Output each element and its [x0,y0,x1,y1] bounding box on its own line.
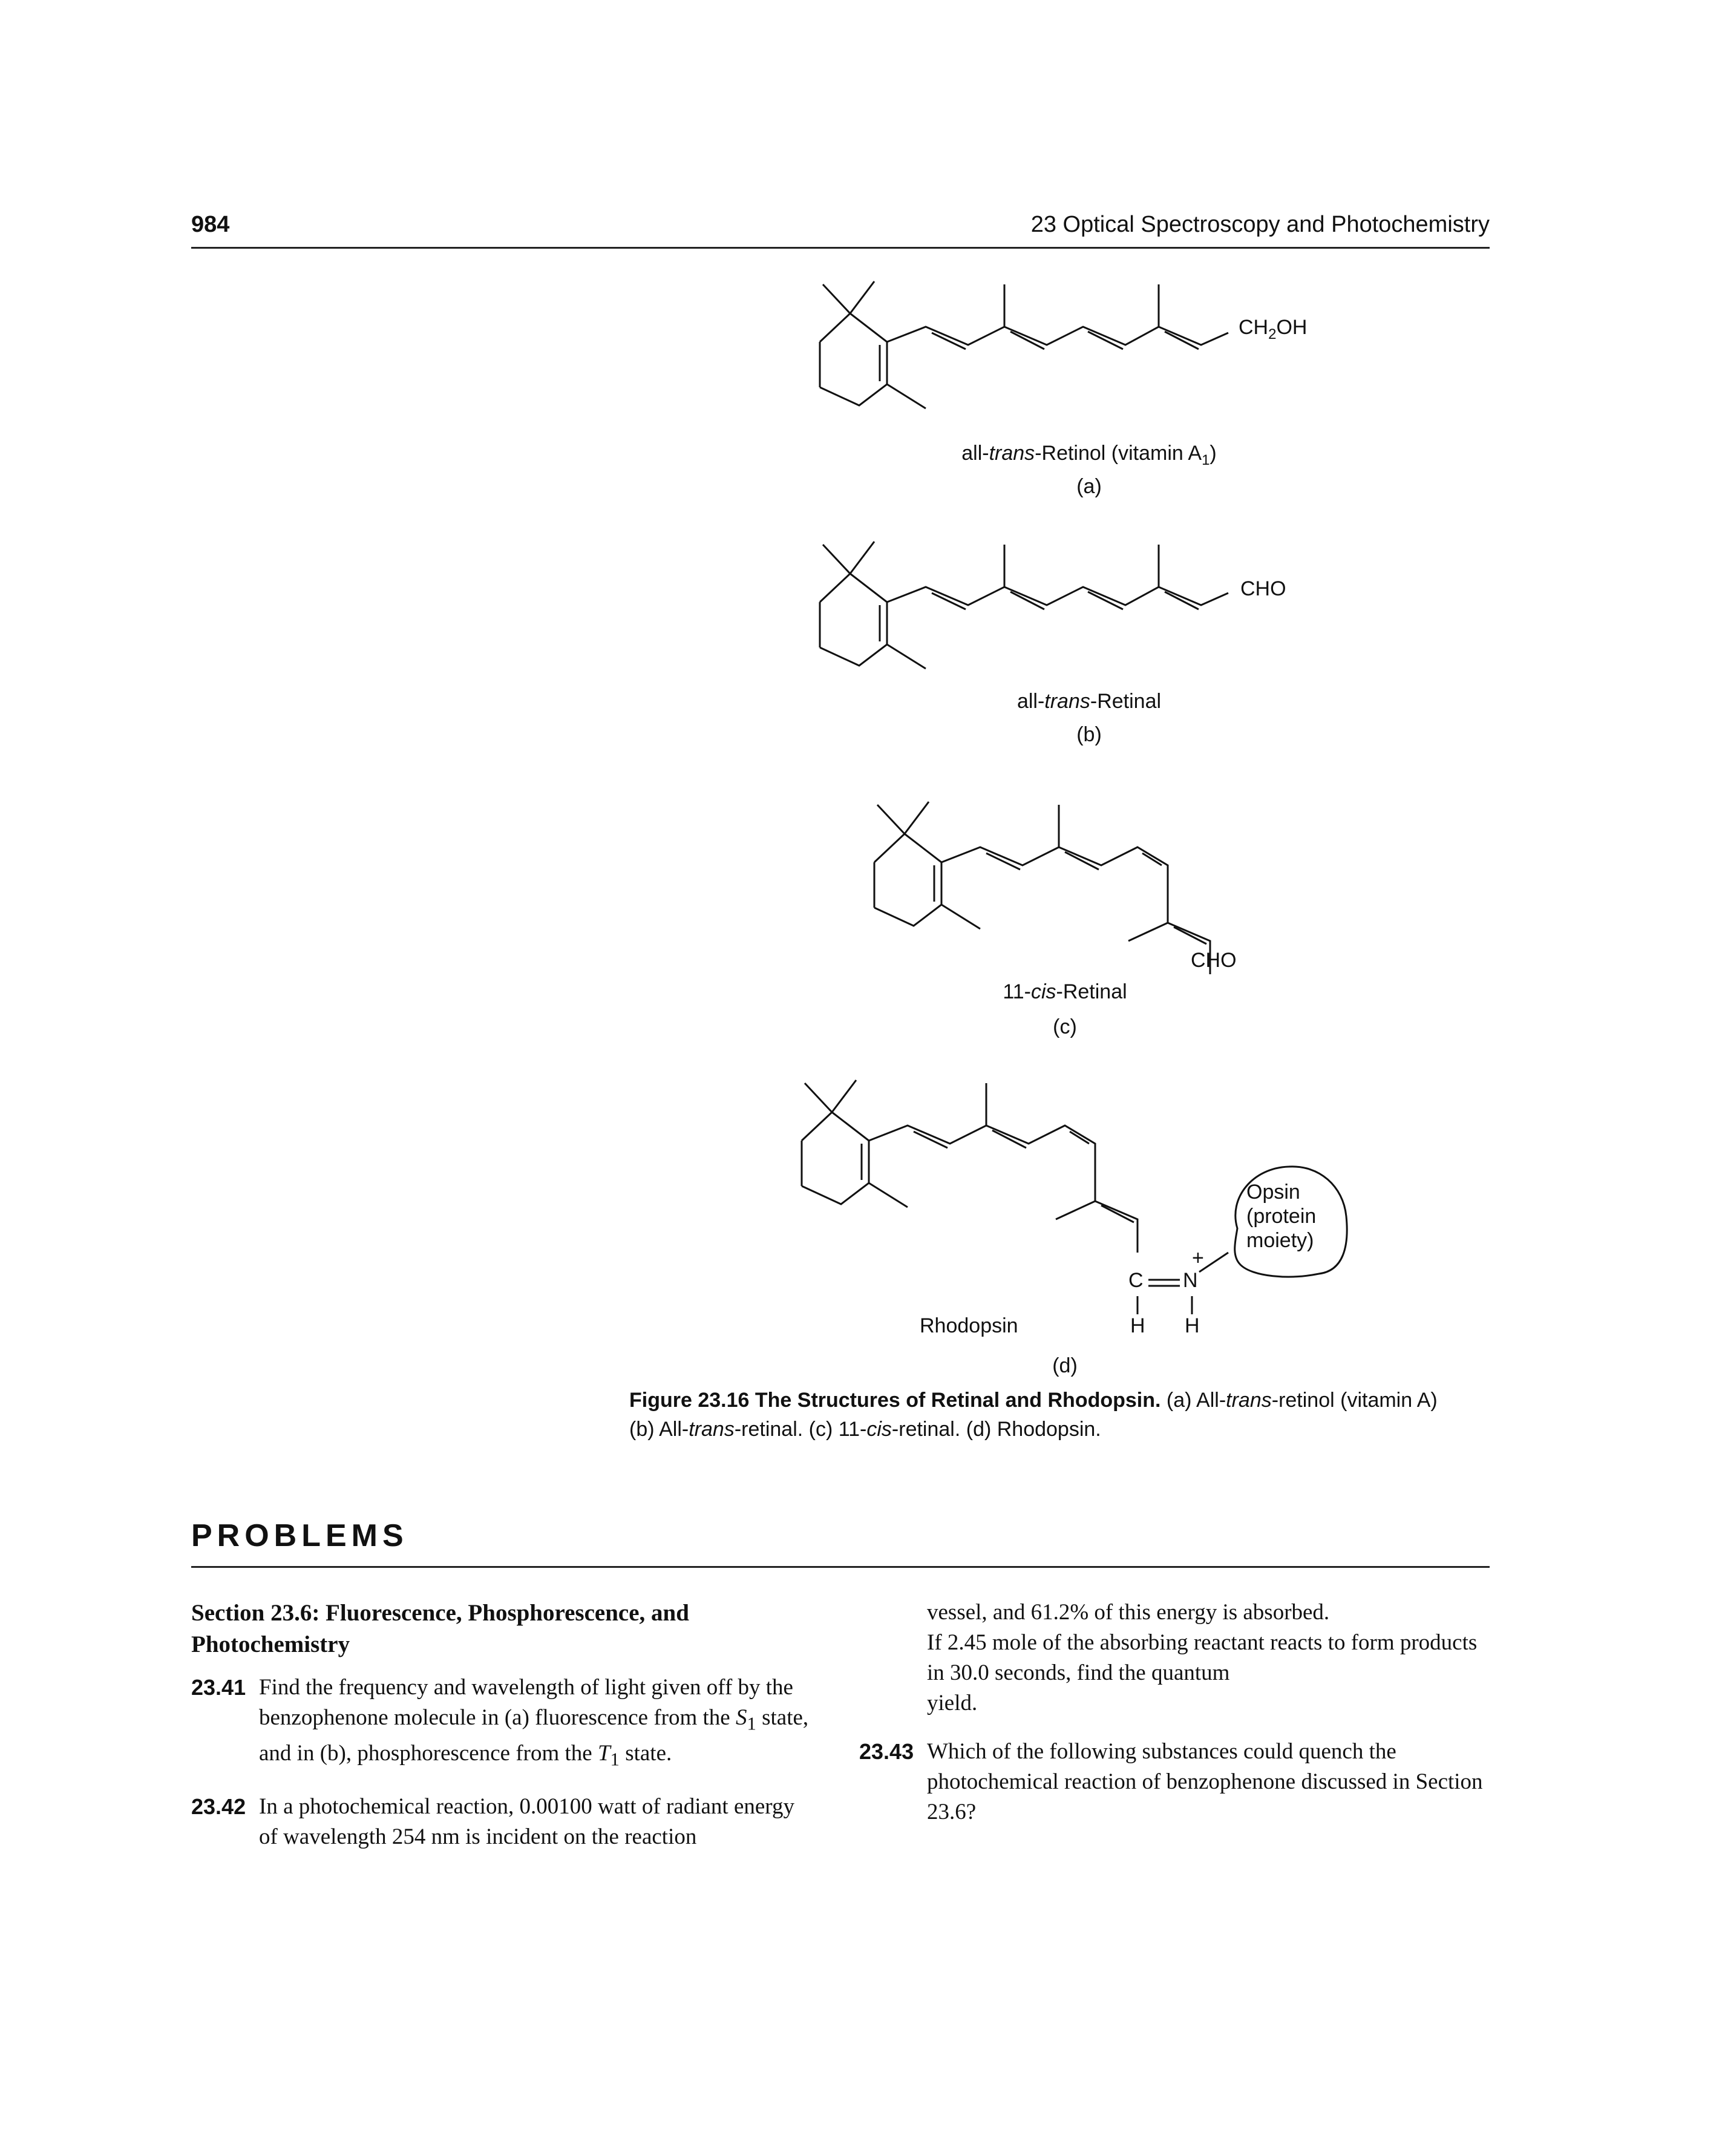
structure-c-11-cis-retinal [873,801,1211,974]
positive-charge: + [1192,1247,1204,1270]
problems-right-column: vessel, and 61.2% of this energy is abso… [859,1597,1494,1844]
tag-a: (a) [1076,475,1102,498]
label-d: Rhodopsin [920,1314,1018,1337]
group-ch2oh: CH2OH [1239,316,1308,342]
header-rule [191,247,1490,249]
tag-d: (d) [1052,1354,1078,1377]
problem-number: 23.43 [859,1739,914,1764]
structure-b-retinal [819,541,1229,670]
group-cho-c: CHO [1191,949,1237,972]
label-c: 11-cis-Retinal [1003,980,1127,1003]
problem-23-43: 23.43 Which of the following substances … [859,1737,1494,1827]
label-b: all-trans-Retinal [1016,690,1162,713]
atom-h-1: H [1130,1314,1145,1337]
chapter-title: 23 Optical Spectroscopy and Photochemist… [1030,212,1490,237]
caption-title: The Structures of Retinal and Rhodopsin. [754,1389,1161,1412]
tag-b: (b) [1076,723,1102,746]
problems-heading: PROBLEMS [191,1518,408,1553]
opsin-label: Opsin (protein moiety) [1246,1181,1317,1252]
retinal-structures-drawing [800,281,1348,1314]
problem-number: 23.42 [191,1794,246,1819]
figure-23-16: CH2OH all-trans-Retinol (vitamin A1) (a)… [726,278,1513,1428]
problems-rule [191,1566,1490,1568]
problem-23-41: 23.41 Find the frequency and wavelength … [191,1673,814,1775]
atom-h-2: H [1185,1314,1200,1337]
problem-number: 23.41 [191,1675,246,1700]
problems-left-column: Section 23.6: Fluorescence, Phosphoresce… [191,1597,814,1869]
tag-c: (c) [1053,1015,1077,1038]
caption-text: (a) All- [1160,1389,1226,1412]
group-cho-b: CHO [1240,577,1286,600]
structure-d-rhodopsin [800,1080,1348,1314]
structure-a-retinol [819,281,1229,410]
problem-23-42-continued: vessel, and 61.2% of this energy is abso… [927,1600,1478,1715]
label-a: all-trans-Retinol (vitamin A1) [961,442,1217,468]
atom-c: C [1128,1269,1144,1292]
running-head: 984 23 Optical Spectroscopy and Photoche… [191,207,1490,249]
figure-caption: Figure 23.16 The Structures of Retinal a… [629,1389,1438,1441]
atom-n: N [1183,1269,1198,1292]
section-heading: Section 23.6: Fluorescence, Phosphoresce… [191,1600,689,1657]
page-number: 984 [191,212,230,237]
caption-label: Figure 23.16 [629,1389,750,1412]
problem-23-42: 23.42 In a photochemical reaction, 0.001… [191,1792,814,1852]
